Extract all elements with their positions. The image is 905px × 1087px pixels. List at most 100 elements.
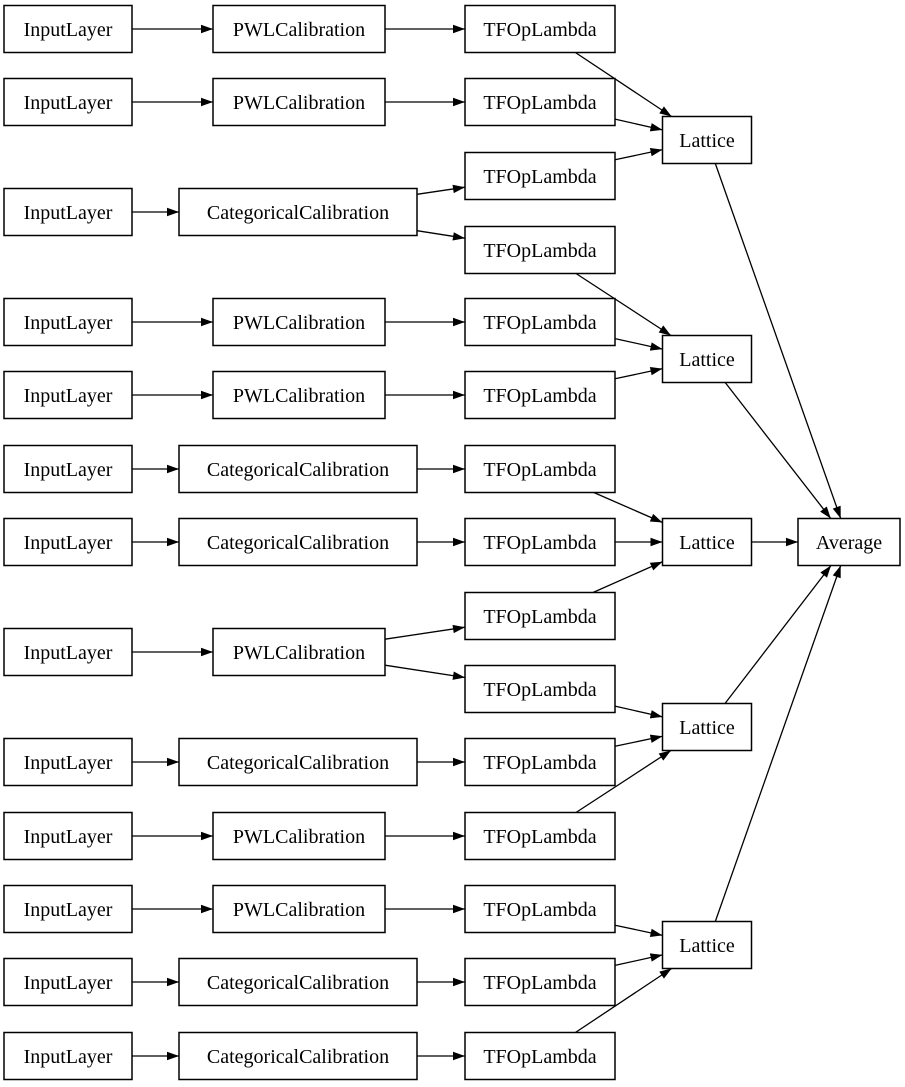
- node-lat2: Lattice: [661, 334, 753, 384]
- edge-tfop3a-to-lat1: [614, 148, 663, 161]
- edge-tfop12-to-lat5: [614, 953, 663, 967]
- edge-tfop1-to-lat1: [575, 51, 672, 118]
- node-lat5: Lattice: [661, 920, 753, 970]
- node-box-in3: [3, 187, 133, 237]
- edge-lat5-to-avg: [714, 565, 842, 922]
- node-box-pwl2: [212, 77, 386, 127]
- node-label-tfop12: TFOpLambda: [483, 972, 596, 994]
- node-label-tfop8b: TFOpLambda: [483, 679, 596, 701]
- node-box-tfop12: [464, 957, 616, 1007]
- node-label-pwl2: PWLCalibration: [233, 92, 365, 114]
- node-label-pwl5: PWLCalibration: [233, 385, 365, 407]
- node-tfop7: TFOpLambda: [464, 517, 616, 567]
- node-box-in13: [3, 1031, 133, 1081]
- node-label-in13: InputLayer: [24, 1046, 113, 1068]
- node-in11: InputLayer: [3, 884, 133, 934]
- node-pwl10: PWLCalibration: [212, 811, 386, 861]
- node-tfop4: TFOpLambda: [464, 297, 616, 347]
- node-label-tfop13: TFOpLambda: [483, 1046, 596, 1068]
- node-tfop1: TFOpLambda: [464, 4, 616, 54]
- node-label-pwl4: PWLCalibration: [233, 312, 365, 334]
- node-label-in7: InputLayer: [24, 532, 113, 554]
- node-label-lat1: Lattice: [679, 130, 735, 152]
- node-pwl1: PWLCalibration: [212, 4, 386, 54]
- edge-lat2-to-avg: [724, 382, 832, 519]
- node-avg: Average: [797, 517, 901, 567]
- edge-tfop13-to-lat5: [575, 967, 672, 1034]
- node-box-lat4: [661, 702, 753, 752]
- node-label-tfop3b: TFOpLambda: [483, 240, 596, 262]
- node-in10: InputLayer: [3, 811, 133, 861]
- edge-tfop8b-to-lat4: [614, 705, 663, 719]
- node-box-in12: [3, 957, 133, 1007]
- node-in5: InputLayer: [3, 370, 133, 420]
- node-tfop10: TFOpLambda: [464, 811, 616, 861]
- node-label-in2: InputLayer: [24, 92, 113, 114]
- node-box-tfop9: [464, 737, 616, 787]
- node-in4: InputLayer: [3, 297, 133, 347]
- node-box-tfop3b: [464, 225, 616, 275]
- node-label-in11: InputLayer: [24, 899, 113, 921]
- node-pwl8: PWLCalibration: [212, 627, 386, 677]
- node-tfop3b: TFOpLambda: [464, 225, 616, 275]
- node-box-in1: [3, 4, 133, 54]
- node-box-tfop8b: [464, 664, 616, 714]
- node-box-in6: [3, 444, 133, 494]
- node-label-cat7: CategoricalCalibration: [207, 532, 389, 554]
- node-box-in7: [3, 517, 133, 567]
- node-label-tfop6: TFOpLambda: [483, 459, 596, 481]
- node-tfop6: TFOpLambda: [464, 444, 616, 494]
- edge-pwl8-to-tfop8b: [384, 664, 466, 680]
- edge-cat3-to-tfop3b: [416, 230, 466, 241]
- node-tfop13: TFOpLambda: [464, 1031, 616, 1081]
- node-tfop2: TFOpLambda: [464, 77, 616, 127]
- node-label-in8: InputLayer: [24, 642, 113, 664]
- node-label-tfop5: TFOpLambda: [483, 385, 596, 407]
- node-cat6: CategoricalCalibration: [178, 444, 418, 494]
- node-box-cat6: [178, 444, 418, 494]
- node-label-in5: InputLayer: [24, 385, 113, 407]
- node-label-in9: InputLayer: [24, 752, 113, 774]
- node-label-in3: InputLayer: [24, 202, 113, 224]
- node-label-lat4: Lattice: [679, 717, 735, 739]
- node-label-tfop1: TFOpLambda: [483, 19, 596, 41]
- edge-tfop11-to-lat5: [614, 924, 663, 937]
- edge-tfop2-to-lat1: [614, 118, 663, 132]
- node-label-tfop4: TFOpLambda: [483, 312, 596, 334]
- node-box-tfop11: [464, 884, 616, 934]
- node-in2: InputLayer: [3, 77, 133, 127]
- node-label-tfop3a: TFOpLambda: [483, 166, 596, 188]
- node-label-pwl10: PWLCalibration: [233, 826, 365, 848]
- node-box-tfop3a: [464, 151, 616, 201]
- node-in7: InputLayer: [3, 517, 133, 567]
- edge-tfop5-to-lat2: [614, 367, 663, 380]
- node-tfop8a: TFOpLambda: [464, 591, 616, 641]
- node-box-tfop5: [464, 370, 616, 420]
- node-cat9: CategoricalCalibration: [178, 737, 418, 787]
- node-label-tfop11: TFOpLambda: [483, 899, 596, 921]
- node-cat12: CategoricalCalibration: [178, 957, 418, 1007]
- node-box-in5: [3, 370, 133, 420]
- node-box-lat1: [661, 115, 753, 165]
- node-label-tfop8a: TFOpLambda: [483, 606, 596, 628]
- node-box-pwl8: [212, 627, 386, 677]
- node-lat1: Lattice: [661, 115, 753, 165]
- node-tfop8b: TFOpLambda: [464, 664, 616, 714]
- node-cat7: CategoricalCalibration: [178, 517, 418, 567]
- node-in3: InputLayer: [3, 187, 133, 237]
- node-box-lat5: [661, 920, 753, 970]
- node-pwl2: PWLCalibration: [212, 77, 386, 127]
- node-label-in12: InputLayer: [24, 972, 113, 994]
- edge-tfop10-to-lat4: [575, 749, 672, 814]
- node-label-cat12: CategoricalCalibration: [207, 972, 389, 994]
- node-pwl4: PWLCalibration: [212, 297, 386, 347]
- node-box-tfop10: [464, 811, 616, 861]
- node-box-tfop8a: [464, 591, 616, 641]
- node-label-cat3: CategoricalCalibration: [207, 202, 389, 224]
- node-box-in2: [3, 77, 133, 127]
- node-box-tfop13: [464, 1031, 616, 1081]
- node-label-tfop2: TFOpLambda: [483, 92, 596, 114]
- node-box-pwl11: [212, 884, 386, 934]
